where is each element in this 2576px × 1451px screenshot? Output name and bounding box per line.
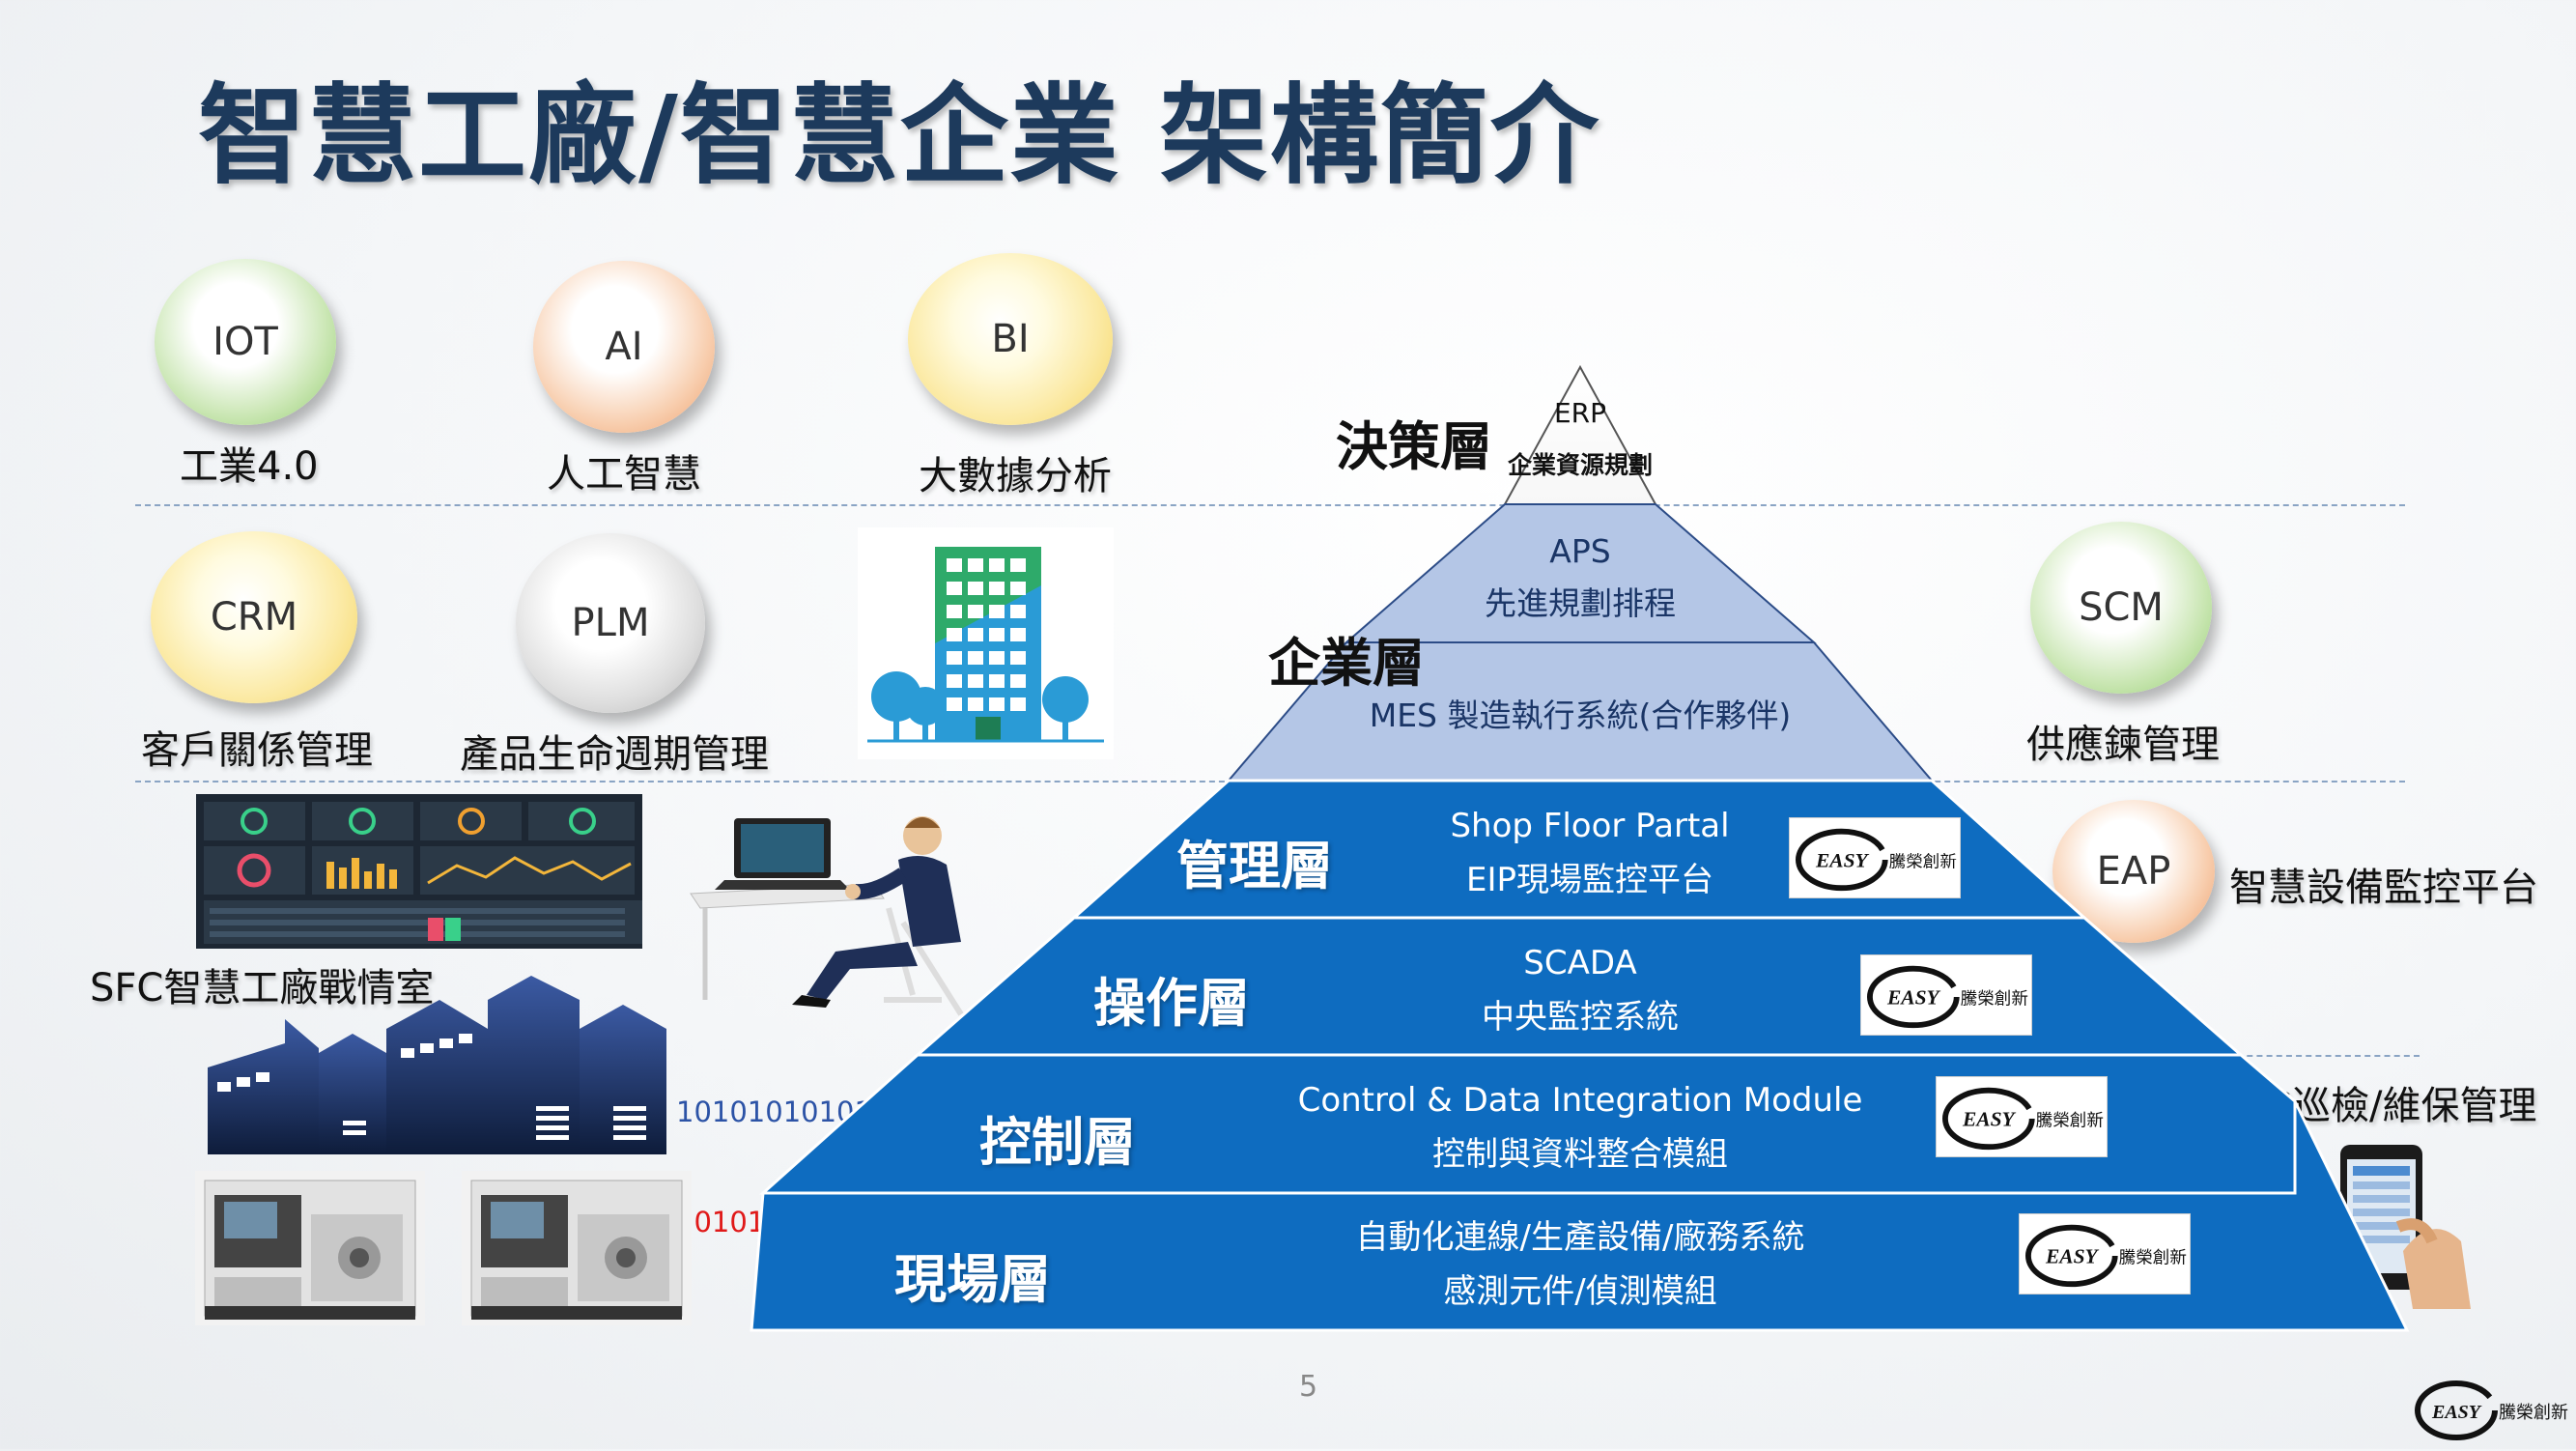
mes-text: MES 製造執行系統(合作夥伴)	[1369, 697, 1792, 734]
layer-label-management: 管理層	[1176, 836, 1333, 896]
bubble-iot: IOT	[155, 259, 336, 425]
operation-line1: SCADA	[1523, 944, 1637, 982]
easy-logo-word: EASY	[2431, 1402, 2482, 1423]
layer-label-operation: 操作層	[1093, 973, 1250, 1034]
caption-bi: 大數據分析	[919, 454, 1112, 498]
bubble-bi-label: BI	[991, 317, 1030, 361]
person-at-desk-illustration	[681, 807, 980, 1043]
easy-logo-field: EASY 騰榮創新	[2019, 1213, 2191, 1295]
caption-iot: 工業4.0	[180, 444, 319, 489]
easy-logo-control: EASY 騰榮創新	[1936, 1076, 2108, 1157]
cnc-machine-2	[462, 1171, 692, 1325]
bubble-plm: PLM	[516, 533, 705, 713]
easy-logo-management: EASY 騰榮創新	[1789, 817, 1961, 898]
aps-subtitle: 先進規劃排程	[1485, 584, 1676, 622]
easy-logo-word: EASY	[1886, 986, 1941, 1010]
page-title: 智慧工廠/智慧企業 架構簡介	[198, 73, 1600, 199]
factory-illustration	[208, 961, 666, 1154]
bubble-iot-label: IOT	[212, 320, 278, 364]
layer-label-enterprise: 企業層	[1268, 633, 1425, 694]
management-line2: EIP現場監控平台	[1465, 861, 1713, 899]
easy-logo-name: 騰榮創新	[2499, 1403, 2568, 1423]
caption-sfc: SFC智慧工廠戰情室	[90, 966, 435, 1010]
bubble-ai-label: AI	[605, 325, 643, 369]
operation-line2: 中央監控系統	[1482, 998, 1679, 1037]
easy-logo-operation: EASY 騰榮創新	[1860, 954, 2032, 1036]
divider-right	[2168, 1055, 2420, 1057]
page-number: 5	[1299, 1370, 1318, 1404]
erp-subtitle: 企業資源規劃	[1507, 451, 1653, 479]
bubble-plm-label: PLM	[571, 601, 650, 645]
management-line1: Shop Floor Partal	[1450, 807, 1730, 845]
layer-label-decision: 決策層	[1336, 416, 1492, 477]
bubble-eap-label: EAP	[2096, 849, 2171, 894]
bubble-crm: CRM	[151, 531, 357, 703]
caption-eap: 智慧設備監控平台	[2229, 866, 2538, 910]
pyramid-apex-erp	[1503, 364, 1657, 505]
building-illustration	[858, 527, 1114, 759]
easy-logo-name: 騰榮創新	[1961, 990, 2028, 1010]
easy-logo-word: EASY	[1962, 1108, 2017, 1131]
erp-title: ERP	[1553, 397, 1607, 429]
pyramid-tier-field	[750, 1100, 2410, 1332]
easy-logo-name: 騰榮創新	[2119, 1249, 2187, 1268]
layer-label-field: 現場層	[894, 1249, 1051, 1310]
layer-label-control: 控制層	[979, 1112, 1136, 1173]
caption-ai: 人工智慧	[547, 452, 701, 497]
aps-title: APS	[1549, 532, 1611, 570]
control-line2: 控制與資料整合模組	[1432, 1135, 1728, 1174]
field-line1: 自動化連線/生產設備/廠務系統	[1355, 1218, 1805, 1257]
divider-top	[135, 504, 2405, 506]
corner-easy-logo: EASY 騰榮創新	[2412, 1370, 2574, 1447]
bubble-crm-label: CRM	[210, 595, 298, 640]
control-line1: Control & Data Integration Module	[1297, 1081, 1863, 1120]
easy-logo-word: EASY	[2045, 1245, 2100, 1268]
bubble-scm-label: SCM	[2079, 585, 2164, 630]
easy-logo-name: 騰榮創新	[2036, 1112, 2104, 1131]
dashboard-screenshot	[196, 794, 642, 949]
easy-logo-word: EASY	[1815, 849, 1870, 872]
easy-logo-name: 騰榮創新	[1889, 853, 1957, 872]
field-line2: 感測元件/偵測模組	[1443, 1272, 1717, 1311]
cnc-machine-1	[195, 1171, 425, 1325]
caption-plm: 產品生命週期管理	[460, 732, 769, 777]
caption-scm: 供應鍊管理	[2026, 723, 2220, 767]
bubble-ai: AI	[533, 261, 715, 433]
bubble-scm: SCM	[2030, 522, 2212, 694]
caption-crm: 客戶關係管理	[141, 728, 373, 773]
bubble-bi: BI	[908, 253, 1113, 425]
